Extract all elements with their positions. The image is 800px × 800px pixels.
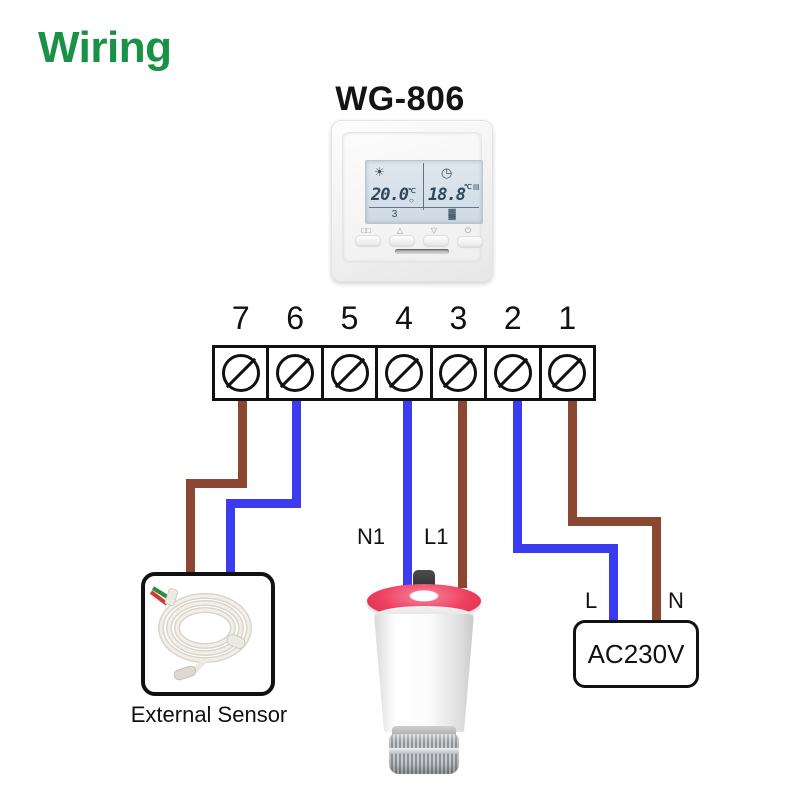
up-button-cap[interactable]: [389, 235, 415, 246]
menu-icon: □□: [361, 226, 371, 235]
actuator-neutral-label: N1: [357, 524, 386, 549]
down-triangle-icon: ▽: [430, 226, 438, 235]
lcd-baseline: [369, 207, 479, 208]
down-button-cap[interactable]: [423, 235, 449, 246]
period-number: 3: [391, 209, 398, 220]
screw-icon[interactable]: [330, 354, 369, 392]
screw-icon[interactable]: [548, 354, 587, 392]
terminal-2-number: 2: [503, 300, 522, 336]
terminal-7[interactable]: 7: [215, 300, 270, 398]
wire-t7-segment-to-sensor: [186, 479, 195, 579]
power-button[interactable]: ⏻: [457, 226, 483, 247]
terminal-6[interactable]: 6: [269, 300, 324, 398]
terminal-7-number: 7: [231, 300, 250, 336]
clock-icon: ◷: [441, 165, 453, 180]
dial-icon: ○: [409, 196, 414, 205]
supply-live-label: L: [585, 588, 598, 613]
lcd-display: ☀ ◷ 20.0 ℃ ○ 18.8 ℃ ▤ 3 ▓: [365, 160, 483, 224]
terminal-block: 7 6 5 4 3 2 1: [212, 300, 596, 401]
set-temperature-unit: ℃: [408, 188, 416, 195]
screw-icon[interactable]: [221, 354, 260, 392]
power-button-cap[interactable]: [457, 236, 483, 247]
supply-neutral-label: N: [668, 588, 684, 613]
sensor-cable-illustration: [149, 586, 252, 681]
thermostat-device: ☀ ◷ 20.0 ℃ ○ 18.8 ℃ ▤ 3 ▓ □□ △ ▽: [331, 120, 493, 282]
sun-icon: ☀: [374, 165, 385, 179]
terminal-1[interactable]: 1: [542, 300, 593, 398]
terminal-5[interactable]: 5: [324, 300, 379, 398]
wire-t1-segment-right: [568, 517, 661, 526]
wire-t6-segment-left: [226, 499, 301, 508]
menu-button-cap[interactable]: [355, 235, 381, 246]
screw-slot: [388, 357, 420, 389]
wire-t2-to-supply-live: [609, 544, 618, 626]
actuator-body: [374, 614, 474, 732]
thermal-actuator: [363, 562, 485, 800]
up-button[interactable]: △: [389, 226, 415, 246]
external-sensor-box: [141, 572, 275, 696]
terminal-4[interactable]: 4: [378, 300, 433, 398]
screw-slot: [334, 357, 365, 389]
terminal-2[interactable]: 2: [487, 300, 542, 398]
terminal-6-number: 6: [286, 300, 305, 336]
down-button[interactable]: ▽: [423, 226, 449, 246]
up-triangle-icon: △: [396, 226, 404, 235]
wire-t1-to-supply-neutral: [652, 517, 661, 626]
room-temperature-value: 18.8: [428, 185, 466, 205]
menu-button[interactable]: □□: [355, 226, 381, 246]
actuator-knurled-nut: [389, 734, 459, 774]
wire-t7-segment-down: [238, 398, 247, 488]
wire-t2-segment-down: [513, 398, 522, 553]
actuator-live-label: L1: [424, 524, 449, 549]
screw-icon[interactable]: [493, 354, 532, 392]
actuator-nut-band: [389, 748, 459, 754]
terminal-5-number: 5: [340, 300, 359, 336]
set-temperature-value: 20.0: [371, 185, 409, 205]
terminal-3-number: 3: [449, 300, 468, 336]
screw-slot: [279, 357, 311, 389]
room-temperature-unit: ℃: [464, 184, 472, 191]
thermostat-faceplate: ☀ ◷ 20.0 ℃ ○ 18.8 ℃ ▤ 3 ▓ □□ △ ▽: [342, 132, 483, 263]
terminal-4-number: 4: [395, 300, 413, 336]
heating-icon: ▓: [448, 209, 456, 220]
terminal-1-number: 1: [558, 300, 577, 336]
lcd-divider: [423, 163, 424, 210]
wire-t6-segment-to-sensor: [226, 499, 235, 579]
screw-icon[interactable]: [439, 354, 478, 392]
device-model-label: WG-806: [335, 80, 465, 118]
screw-icon[interactable]: [276, 354, 315, 392]
screw-slot: [552, 357, 583, 389]
terminal-3[interactable]: 3: [433, 300, 488, 398]
wire-t7-segment-left: [186, 479, 247, 488]
external-sensor-label: External Sensor: [130, 702, 288, 727]
ac-supply-box: AC230V: [573, 620, 699, 688]
ac-supply-label: AC230V: [587, 638, 685, 669]
wire-t4-to-actuator-n1: [403, 398, 412, 588]
screw-slot: [225, 357, 256, 389]
wire-t1-segment-down: [568, 398, 577, 526]
screw-slot: [497, 357, 529, 389]
lock-icon: ▤: [473, 184, 480, 191]
faceplate-slot: [395, 249, 449, 254]
wire-t2-segment-right: [513, 544, 618, 553]
power-icon: ⏻: [464, 226, 472, 235]
wire-t6-segment-down: [292, 398, 301, 508]
page-title: Wiring: [38, 23, 172, 72]
wire-t3-to-actuator-l1: [458, 398, 467, 588]
screw-icon[interactable]: [384, 354, 423, 392]
screw-slot: [443, 357, 474, 389]
